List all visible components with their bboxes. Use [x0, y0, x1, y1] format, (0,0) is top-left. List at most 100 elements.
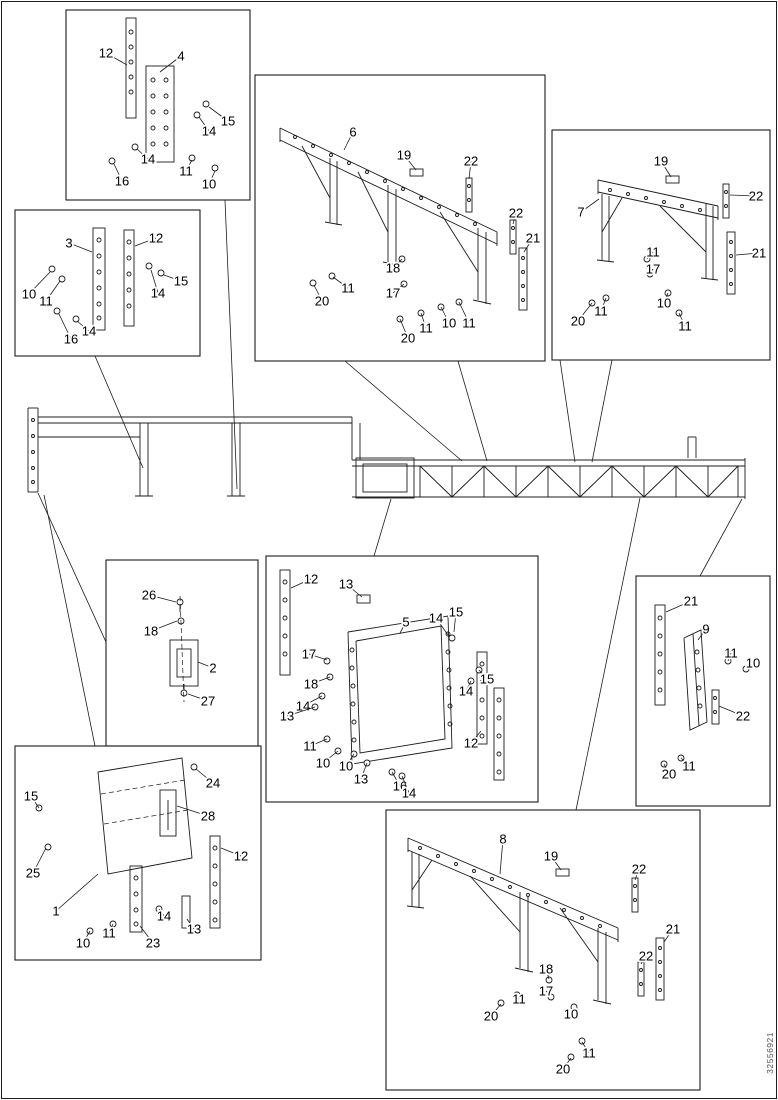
part-outline: [665, 175, 680, 184]
bolt-hole: [729, 254, 733, 258]
callout-H-12: 12: [234, 849, 248, 864]
bolt-hole: [447, 721, 453, 727]
bolt-hole: [150, 77, 156, 83]
callout-leader: [646, 251, 654, 260]
bolt-hole: [311, 144, 315, 148]
fastener: [547, 993, 555, 1001]
callout-leader: [158, 908, 165, 917]
callout-D-10: 10: [657, 296, 671, 311]
detail-box-D: [551, 129, 771, 361]
callout-F-10: 10: [316, 756, 330, 771]
bolt-hole: [526, 893, 530, 897]
callout-A-11: 11: [179, 164, 193, 179]
part-outline: [176, 648, 192, 678]
callout-leader: [134, 237, 157, 247]
bolt-hole: [724, 190, 728, 194]
callout-F-14: 14: [402, 786, 416, 801]
part-line: [483, 465, 517, 498]
bolt-hole: [329, 153, 333, 157]
part-line: [601, 197, 623, 233]
bolt-hole: [658, 974, 662, 978]
callout-D-7: 7: [577, 205, 584, 220]
bolt-hole: [511, 240, 515, 244]
bolt-hole: [633, 884, 637, 888]
fastener: [44, 843, 52, 851]
callout-F-18: 18: [304, 677, 318, 692]
callout-leader: [163, 274, 182, 282]
bolt-hole: [472, 869, 476, 873]
callout-leader: [718, 705, 744, 717]
bolt-hole: [662, 200, 666, 204]
callout-leader: [208, 170, 216, 185]
callout-C-21: 21: [526, 231, 540, 246]
callout-G-20: 20: [662, 767, 676, 782]
callout-H-14: 14: [157, 909, 171, 924]
bolt-hole: [496, 715, 502, 721]
bolt-hole: [418, 846, 422, 850]
part-line: [596, 259, 615, 263]
part-outline: [509, 219, 517, 255]
part-line: [411, 859, 433, 891]
fastener: [108, 157, 116, 165]
callout-G-21: 21: [684, 594, 698, 609]
fastener: [188, 154, 196, 162]
bolt-hole: [128, 89, 134, 95]
callout-E-2: 2: [209, 661, 216, 676]
callout-H-24: 24: [206, 776, 220, 791]
bolt-hole: [713, 696, 717, 700]
callout-I-11: 11: [512, 992, 526, 1007]
bolt-hole: [126, 271, 132, 277]
fastener: [570, 1003, 578, 1011]
callout-leader: [309, 738, 328, 747]
bolt-hole: [521, 284, 525, 288]
bolt-hole: [96, 285, 102, 291]
callout-leader: [600, 297, 607, 312]
part-outline: [493, 687, 505, 781]
callout-I-11: 11: [582, 1046, 596, 1061]
part-outline: [356, 594, 371, 604]
bolt-hole: [128, 44, 134, 50]
callout-H-28: 28: [201, 809, 215, 824]
bolt-hole: [96, 315, 102, 321]
bolt-hole: [96, 237, 102, 243]
callout-leader: [697, 628, 707, 641]
callout-leader: [343, 131, 354, 151]
bolt-hole: [698, 208, 702, 212]
callout-leader: [465, 680, 472, 692]
callout-leader: [570, 1007, 575, 1015]
callout-leader: [420, 312, 427, 329]
callout-leader: [198, 116, 210, 132]
fastener: [448, 634, 456, 642]
bolt-hole: [680, 204, 684, 208]
box-leader-line: [457, 360, 488, 462]
callout-leader: [660, 160, 672, 178]
callout-C-22: 22: [464, 154, 478, 169]
callout-leader: [581, 1041, 590, 1054]
callout-leader: [220, 847, 242, 857]
callout-A-15: 15: [221, 114, 235, 129]
bolt-hole: [150, 125, 156, 131]
part-line: [611, 465, 645, 498]
callout-leader: [139, 925, 154, 944]
callout-C-11: 11: [462, 316, 476, 331]
callout-leader: [577, 302, 593, 322]
part-outline: [711, 689, 720, 725]
part-line: [439, 211, 479, 273]
callout-leader: [82, 930, 91, 944]
part-outline: [409, 168, 424, 177]
bolt-hole: [419, 196, 423, 200]
fastener: [190, 763, 198, 771]
bolt-hole: [695, 667, 701, 673]
bolt-hole: [562, 908, 566, 912]
callout-A-16: 16: [115, 174, 129, 189]
callout-I-10: 10: [564, 1007, 578, 1022]
callout-leader: [727, 652, 732, 662]
callout-E-27: 27: [201, 694, 215, 709]
callout-leader: [345, 583, 363, 598]
callout-F-14: 14: [429, 611, 443, 626]
callout-D-11: 11: [594, 304, 608, 319]
callout-F-13: 13: [280, 709, 294, 724]
bolt-hole: [401, 187, 405, 191]
box-leader-line: [344, 360, 463, 462]
